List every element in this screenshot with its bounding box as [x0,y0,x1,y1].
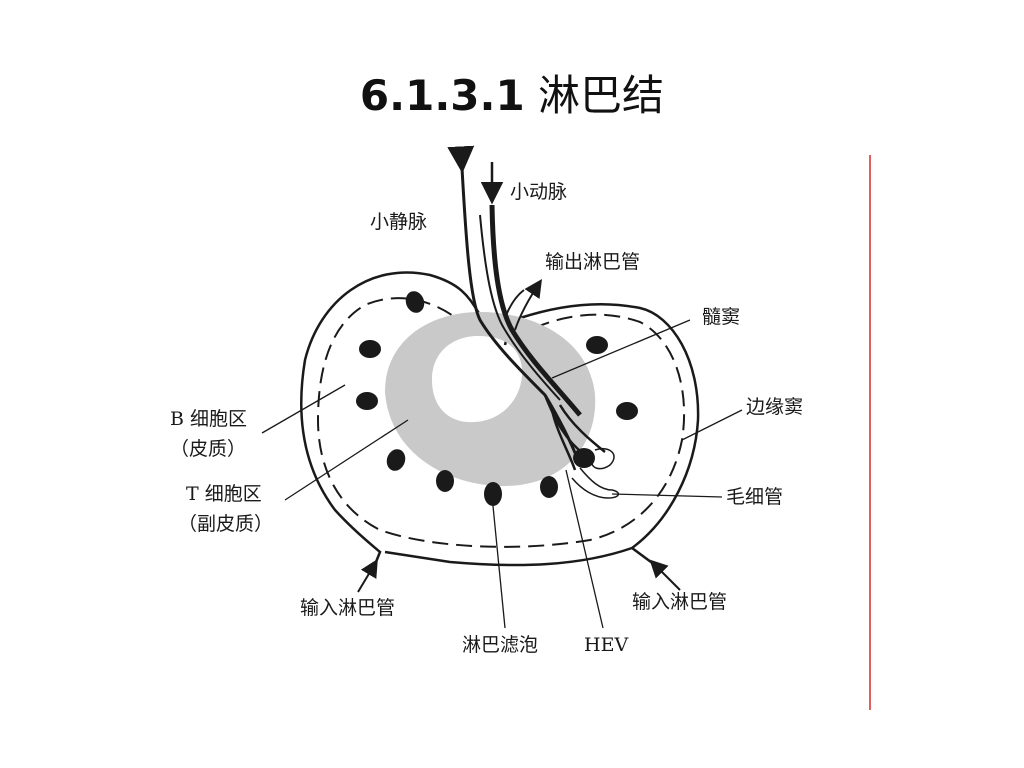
title-number: 6.1.3.1 [359,71,525,120]
leader-medullary-sinus [551,319,691,379]
label-afferent-left: 输入淋巴管 [300,597,395,619]
slide-title: 6.1.3.1 淋巴结 [0,62,1024,123]
leader-marginal-sinus [681,409,743,441]
label-capillary: 毛细管 [726,486,783,508]
label-small-vein: 小静脉 [370,211,427,233]
label-b-cell-zone: B 细胞区 [170,408,247,430]
label-t-cell-zone: T 细胞区 [186,483,262,505]
follicle-9 [616,402,638,420]
follicle-3 [356,392,378,410]
label-marginal-sinus: 边缘窦 [746,396,803,418]
label-paracortex: （副皮质） [178,513,273,535]
label-medullary-sinus: 髓窦 [702,306,740,328]
title-text: 淋巴结 [538,71,665,120]
marginal-sinus-line [316,297,686,548]
leader-b-cell [261,384,346,434]
leader-capillary [611,493,723,498]
label-small-artery: 小动脉 [510,181,567,203]
efferent-lymph-vessel [514,279,542,331]
red-vertical-rule [869,155,871,710]
hev-branch-1 [543,394,586,456]
small-vein-inner [479,214,561,401]
label-follicle: 淋巴滤泡 [462,634,538,656]
afferent-arrow-right [649,559,681,591]
label-efferent-lymph: 输出淋巴管 [545,251,640,273]
paracortex-ring [385,312,596,486]
follicle-7 [540,476,558,498]
follicle-1 [405,291,425,313]
label-afferent-right: 输入淋巴管 [632,591,727,613]
label-hev: HEV [584,634,628,656]
follicle-6 [484,482,502,506]
small-artery-body [489,204,582,417]
hev-branch-3 [550,409,577,471]
efferent-lymph-vessel-2 [504,289,525,319]
label-cortex: （皮质） [170,438,246,460]
follicle-4 [386,449,406,471]
leader-hev [565,469,604,629]
leader-follicle [492,505,506,629]
follicle-5 [436,470,454,492]
small-vein [447,145,580,461]
leader-t-cell [284,419,409,501]
follicle-8 [586,336,608,354]
afferent-arrow-left [357,558,378,593]
follicle-2 [359,340,381,358]
follicle-10 [573,448,595,468]
